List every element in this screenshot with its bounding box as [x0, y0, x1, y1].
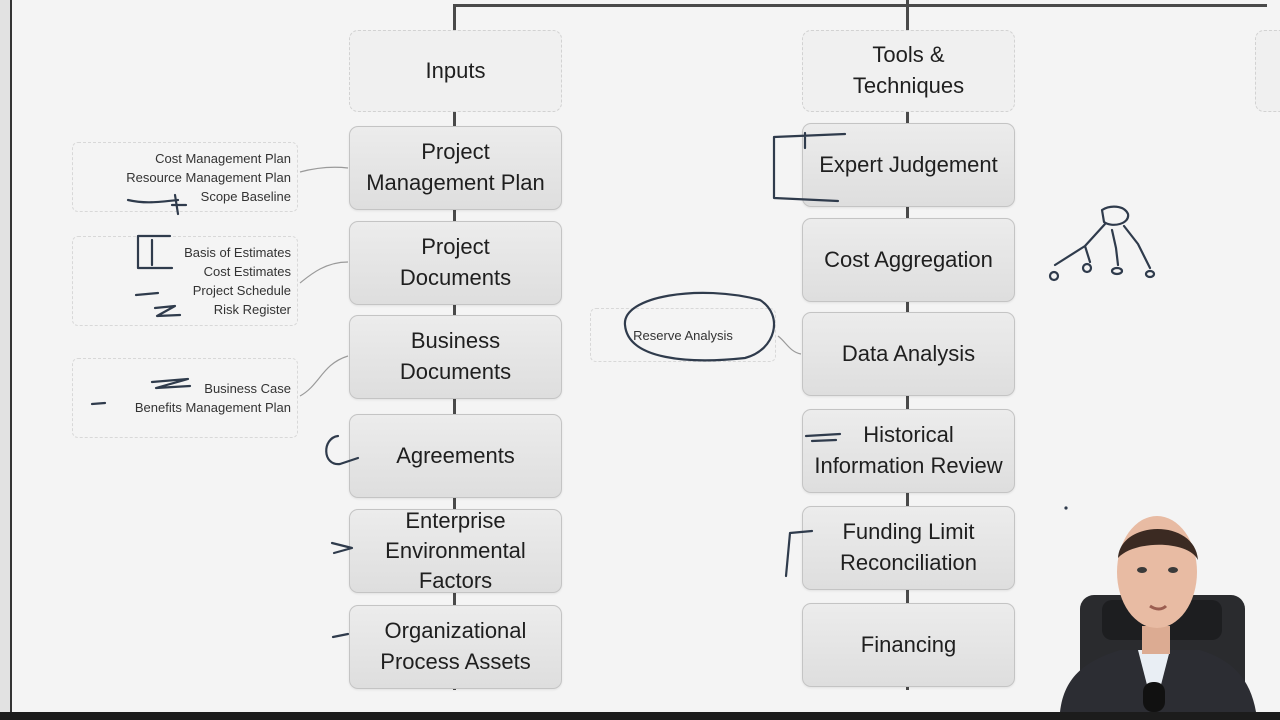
ink-tree-leaves — [1048, 262, 1156, 282]
note-item: Scope Baseline — [200, 189, 291, 204]
input-business-documents[interactable]: Business Documents — [349, 315, 562, 399]
note-item: Basis of Estimates — [184, 245, 291, 260]
tool-financing[interactable]: Financing — [802, 603, 1015, 687]
note-item: Business Case — [204, 381, 291, 396]
note-item: Project Schedule — [192, 283, 291, 298]
inputs-header: Inputs — [349, 30, 562, 112]
arrow-docs — [299, 261, 349, 284]
note-item: Reserve Analysis — [633, 327, 733, 343]
arrow-reserve — [777, 335, 802, 355]
note-item: Cost Estimates — [203, 264, 291, 279]
tools-header: Tools & Techniques — [802, 30, 1015, 112]
input-organizational-process-assets[interactable]: Organizational Process Assets — [349, 605, 562, 689]
note-pmp-components: Cost Management Plan Resource Management… — [72, 142, 298, 212]
note-reserve-analysis: Reserve Analysis — [590, 308, 776, 362]
note-item: Cost Management Plan — [155, 151, 291, 166]
inputs-top-connector — [453, 4, 456, 30]
note-business-documents: Business Case Benefits Management Plan — [72, 358, 298, 438]
note-item: Resource Management Plan — [126, 170, 291, 185]
note-project-documents: Basis of Estimates Cost Estimates Projec… — [72, 236, 298, 326]
window-bottom-bar — [0, 712, 1280, 720]
outputs-header-partial — [1255, 30, 1280, 112]
window-left-edge — [0, 0, 12, 720]
arrow-pmp — [299, 166, 349, 173]
tools-spine — [906, 110, 909, 690]
ink-mark-opa — [331, 632, 350, 639]
tool-expert-judgement[interactable]: Expert Judgement — [802, 123, 1015, 207]
top-connector-horizontal — [453, 4, 1267, 7]
input-project-documents[interactable]: Project Documents — [349, 221, 562, 305]
tool-cost-aggregation[interactable]: Cost Aggregation — [802, 218, 1015, 302]
tool-data-analysis[interactable]: Data Analysis — [802, 312, 1015, 396]
tool-historical-information-review[interactable]: Historical Information Review — [802, 409, 1015, 493]
note-item: Risk Register — [213, 302, 291, 317]
arrow-business — [299, 355, 349, 397]
inputs-spine — [453, 110, 456, 690]
input-enterprise-environmental-factors[interactable]: Enterprise Environmental Factors — [349, 508, 562, 593]
input-agreements[interactable]: Agreements — [349, 414, 562, 498]
presenter-webcam — [1060, 516, 1256, 712]
ink-tree-cost-aggregation — [1053, 205, 1152, 270]
note-item: Benefits Management Plan — [134, 400, 291, 415]
tools-top-connector — [906, 0, 909, 30]
tool-funding-limit-reconciliation[interactable]: Funding Limit Reconciliation — [802, 506, 1015, 590]
input-project-management-plan[interactable]: Project Management Plan — [349, 126, 562, 210]
